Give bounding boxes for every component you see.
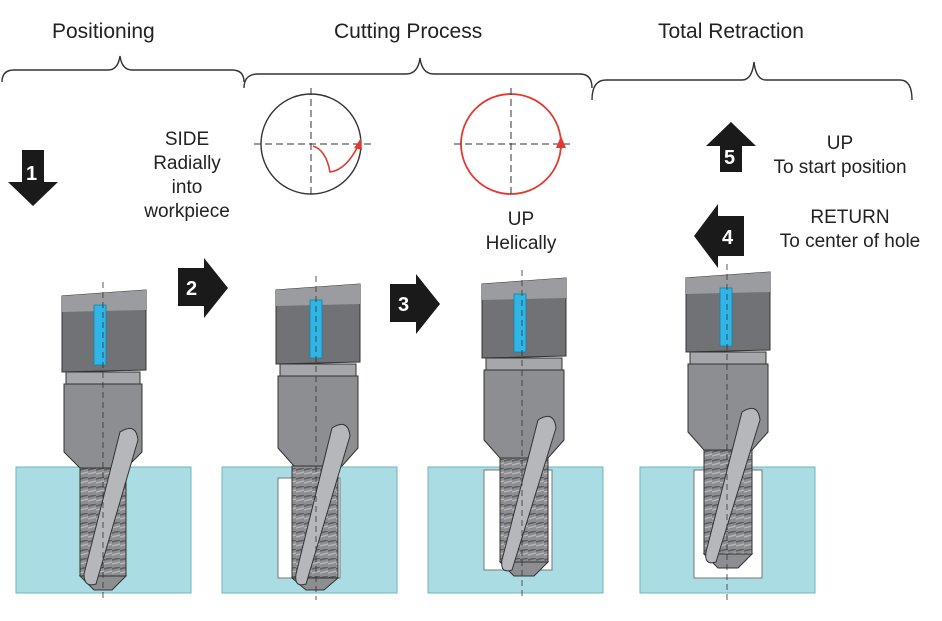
step-2-line4: workpiece [144,201,230,222]
phase-retraction-label: Total Retraction [658,20,804,43]
tool-4 [685,264,771,600]
step-2-right-arrow: 2 [178,258,228,318]
step-2-number: 2 [186,278,197,300]
step-5-number: 5 [724,147,735,169]
step-4-text: RETURN To center of hole [758,206,942,254]
step-5-line1: UP [826,133,854,154]
step-1-number: 1 [26,163,37,185]
brace-positioning [1,55,245,83]
phase-cutting-label: Cutting Process [334,20,483,43]
step-3-line1: UP [507,209,535,230]
tool-3 [481,270,567,600]
phase-positioning-label: Positioning [52,20,155,43]
step-4-line1: RETURN [810,207,890,228]
step-5-up-arrow: 5 [706,122,756,172]
step-4-left-arrow: 4 [694,204,744,268]
brace-retraction [591,61,913,101]
tool-2 [275,276,361,600]
step-3-right-arrow: 3 [390,274,440,334]
step-3-number: 3 [398,294,409,316]
helical-path-diagram [454,88,570,198]
step-3-text: UP Helically [466,208,576,256]
brace-cutting [243,57,593,89]
radial-entry-path-diagram [254,88,372,198]
step-2-text: SIDE Radially into workpiece [128,128,246,224]
step-4-number: 4 [722,227,734,249]
tool-1 [61,282,147,600]
step-2-line3: into [171,177,203,198]
step-5-text: UP To start position [748,132,932,180]
step-3-line2: Helically [485,233,557,254]
step-2-line2: Radially [153,153,221,174]
step-2-line1: SIDE [164,129,210,150]
step-1-down-arrow: 1 [8,150,58,206]
step-4-line2: To center of hole [779,231,921,252]
step-5-line2: To start position [773,157,907,178]
